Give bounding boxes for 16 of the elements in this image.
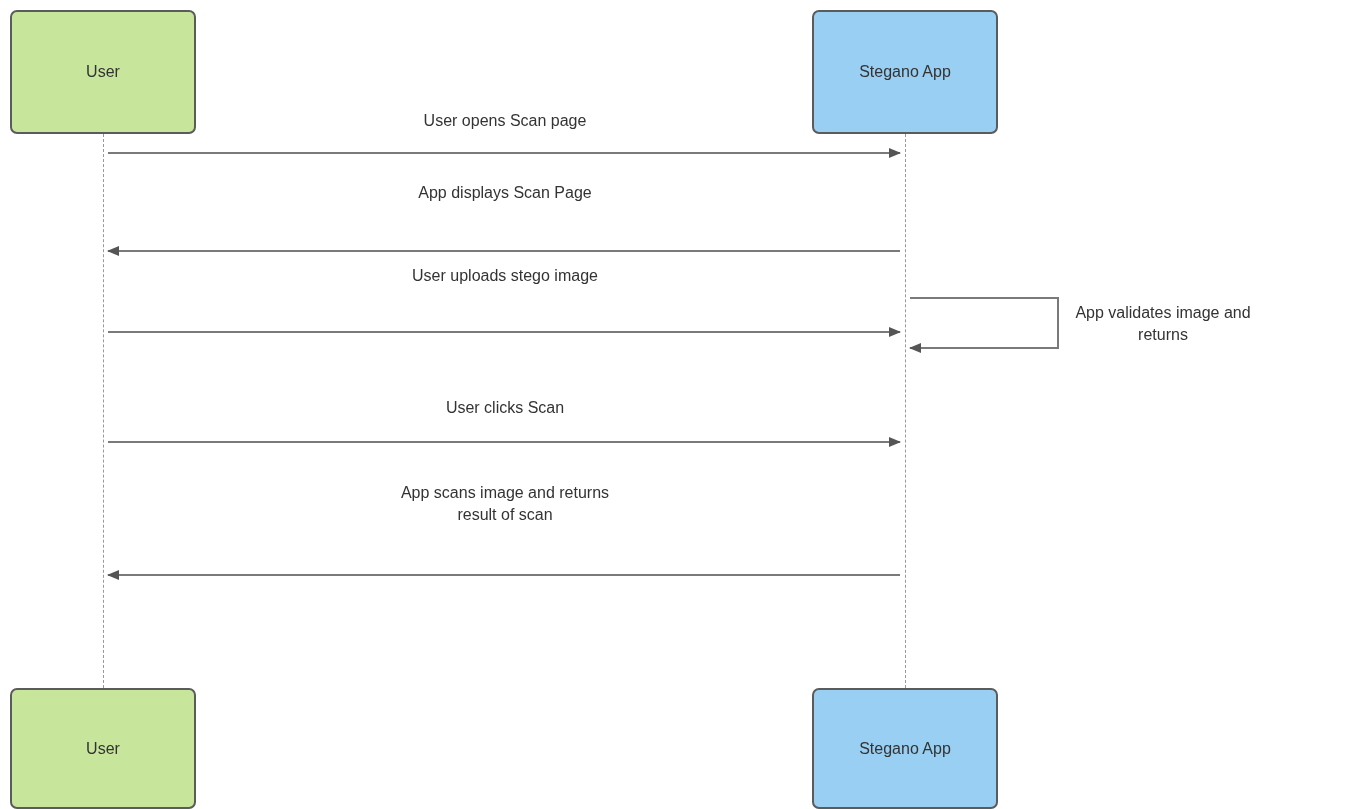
message-label: App displays Scan Page xyxy=(417,183,593,203)
message-label: User clicks Scan xyxy=(444,398,566,418)
message-arrow xyxy=(107,148,901,158)
participant-box: Stegano App xyxy=(812,688,998,809)
message-arrow xyxy=(107,327,901,337)
participant-box: User xyxy=(10,10,196,134)
message-label: App scans image and returns result of scan xyxy=(399,483,611,525)
message-arrow xyxy=(107,246,901,256)
self-message-arrow xyxy=(909,297,1059,353)
participant-box: Stegano App xyxy=(812,10,998,134)
message-arrow xyxy=(107,570,901,580)
participant-box: User xyxy=(10,688,196,809)
message-arrow xyxy=(107,437,901,447)
message-label: User uploads stego image xyxy=(411,266,599,286)
message-label: App validates image and returns xyxy=(1074,303,1252,345)
message-label: User opens Scan page xyxy=(422,111,588,131)
